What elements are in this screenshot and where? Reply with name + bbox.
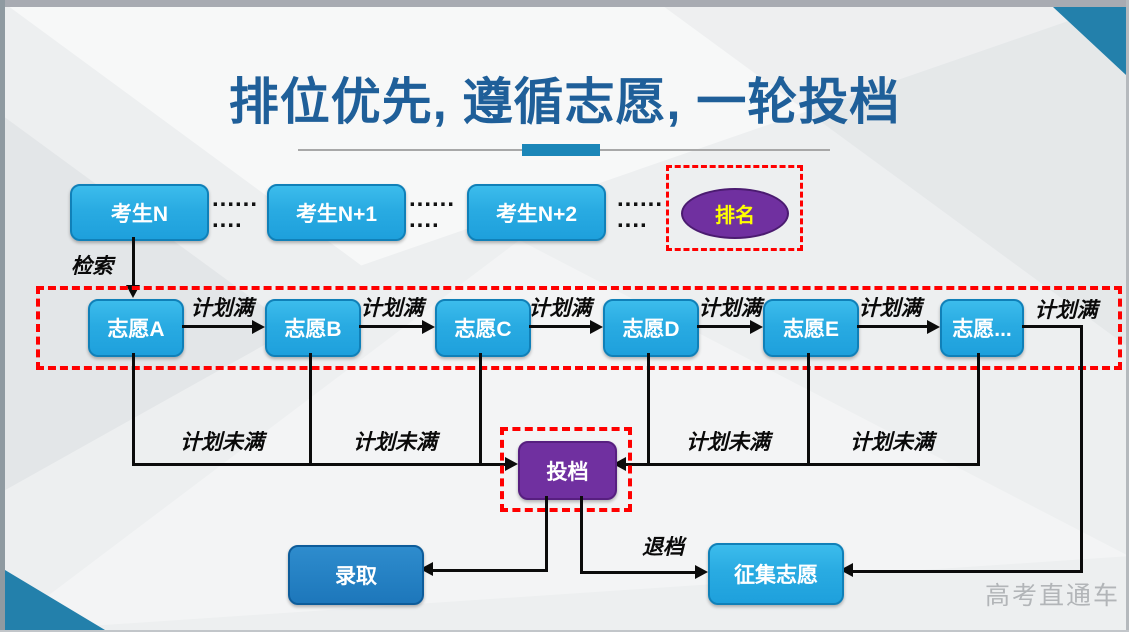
label-plan-full: 计划满	[190, 295, 254, 320]
connector-d-e	[697, 325, 750, 328]
connector-to-collect	[581, 571, 697, 574]
node-choice-d: 志愿D	[603, 299, 699, 357]
dots-bottom: ....	[409, 206, 440, 233]
connector-drop-a	[132, 353, 135, 466]
connector-c-d	[529, 325, 590, 328]
title-divider-accent	[522, 144, 600, 156]
node-label: 投档	[546, 460, 589, 484]
node-label: 考生N+1	[295, 202, 378, 226]
node-collect: 征集志愿	[708, 543, 844, 605]
arrowhead-right	[252, 320, 265, 334]
connector-drop-d	[647, 353, 650, 466]
dots-bottom: ....	[212, 206, 243, 233]
node-choice-more: 志愿...	[940, 299, 1024, 357]
arrowhead-right	[750, 320, 763, 334]
node-choice-b: 志愿B	[265, 299, 361, 357]
connector-drop-c	[479, 353, 482, 466]
label-retrieve: 检索	[71, 253, 113, 278]
node-student-n1: 考生N+1	[267, 184, 406, 241]
label-plan-full: 计划满	[1034, 297, 1098, 322]
watermark: 高考直通车	[984, 581, 1120, 610]
node-label: 志愿A	[107, 318, 165, 341]
label-withdraw: 退档	[642, 534, 684, 559]
label-plan-full: 计划满	[528, 295, 592, 320]
node-label: 考生N	[110, 202, 169, 226]
node-choice-a: 志愿A	[88, 299, 184, 357]
node-choice-c: 志愿C	[435, 299, 531, 357]
arrowhead-right	[590, 320, 603, 334]
file-highlight-dashed-box	[500, 427, 632, 512]
node-file: 投档	[518, 441, 617, 500]
ellipsis-dots: ...... ....	[617, 185, 664, 233]
choices-highlight-dashed-box	[36, 286, 1122, 370]
node-label: 志愿D	[622, 318, 680, 341]
slide-edge-left	[0, 0, 5, 632]
connector-retrieve	[132, 237, 135, 287]
node-label: 排名	[715, 205, 755, 227]
label-plan-not-full: 计划未满	[353, 429, 437, 454]
connector-drop-more	[977, 353, 980, 466]
label-plan-not-full: 计划未满	[180, 429, 264, 454]
node-student-n2: 考生N+2	[467, 184, 606, 241]
node-label: 考生N+2	[495, 202, 578, 226]
ellipsis-dots: ...... ....	[212, 185, 259, 233]
arrowhead-right	[505, 457, 518, 471]
node-ranking: 排名	[681, 188, 789, 239]
dots-bottom: ....	[617, 206, 648, 233]
connector-collector-left	[132, 463, 506, 466]
connector-file-to-admit-down	[545, 496, 548, 572]
slide-edge-top	[0, 0, 1129, 7]
connector-b-c	[359, 325, 422, 328]
connector-file-to-collect-down	[580, 496, 583, 574]
node-label: 征集志愿	[734, 564, 818, 587]
connector-a-b	[182, 325, 252, 328]
connector-drop-b	[309, 353, 312, 466]
label-plan-not-full: 计划未满	[686, 429, 770, 454]
connector-more-exit	[1022, 325, 1083, 328]
connector-to-collect-right	[853, 570, 1083, 573]
label-plan-full: 计划满	[698, 295, 762, 320]
slide-edge-bottom	[0, 630, 1129, 632]
dots-top: ......	[409, 185, 456, 212]
node-label: 志愿B	[284, 318, 342, 341]
node-label: 录取	[335, 565, 377, 588]
connector-drop-e	[807, 353, 810, 466]
arrowhead-right	[695, 565, 708, 579]
arrowhead-right	[927, 320, 940, 334]
label-plan-not-full: 计划未满	[850, 429, 934, 454]
node-label: 志愿C	[454, 318, 512, 341]
corner-triangle-bottom-left	[5, 570, 105, 630]
node-label: 志愿E	[782, 318, 839, 341]
node-label: 志愿...	[952, 318, 1012, 341]
ellipsis-dots: ...... ....	[409, 185, 456, 233]
arrowhead-right	[422, 320, 435, 334]
connector-more-exit-down	[1080, 325, 1083, 573]
label-plan-full: 计划满	[360, 295, 424, 320]
connector-collector-right	[625, 463, 980, 466]
dots-top: ......	[617, 185, 664, 212]
node-admit: 录取	[288, 545, 424, 605]
node-choice-e: 志愿E	[763, 299, 859, 357]
dots-top: ......	[212, 185, 259, 212]
node-student-n: 考生N	[70, 184, 209, 241]
connector-e-more	[857, 325, 927, 328]
label-plan-full: 计划满	[858, 295, 922, 320]
ranking-highlight-dashed-box	[666, 165, 803, 251]
connector-to-admit	[433, 569, 547, 572]
page-title: 排位优先, 遵循志愿, 一轮投档	[228, 74, 901, 130]
slide-edge-right	[1126, 0, 1129, 632]
